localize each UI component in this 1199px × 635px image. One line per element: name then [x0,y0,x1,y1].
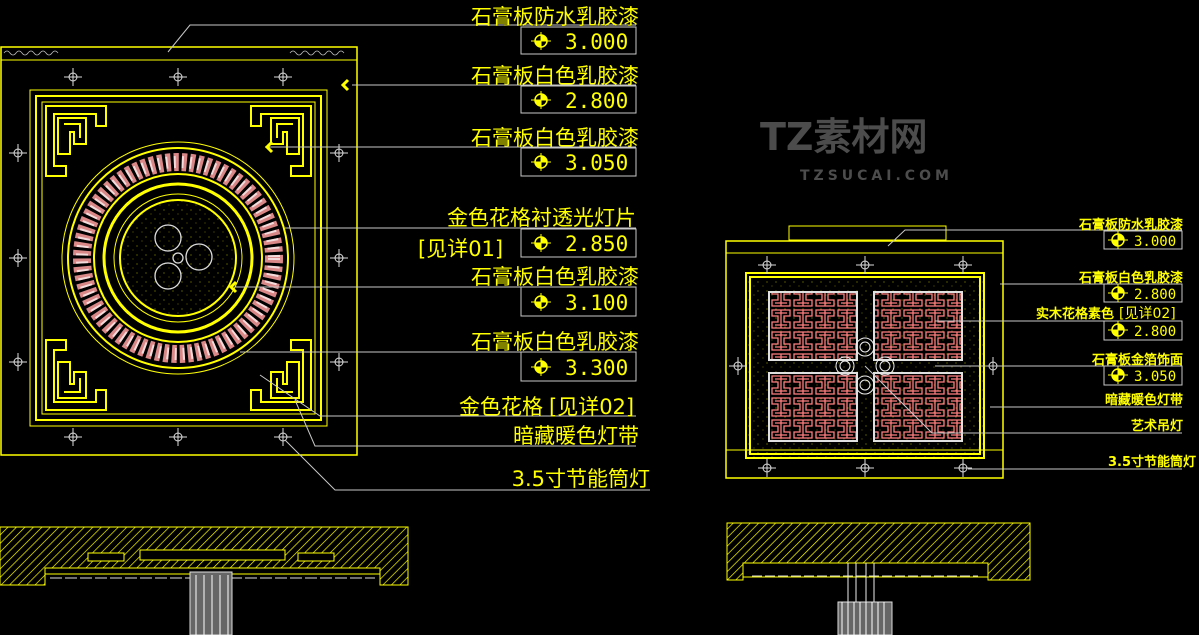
right-section-elevation [726,522,1031,635]
label-white-latex: 石膏板白色乳胶漆 [471,265,639,289]
watermark-logo: TZ素材网 [760,115,927,159]
level-value: 3.000 [565,30,628,54]
level-value: 2.800 [1134,287,1176,303]
label-downlight: 3.5寸节能筒灯 [512,467,650,491]
level-value: 3.050 [1134,369,1176,385]
left-ceiling-plan [0,24,650,491]
right-annotations: 石膏板防水乳胶漆 3.000 石膏板白色乳胶漆 2.800 实木花格素色 [见详… [1036,217,1196,470]
label-gold-lattice-light: 金色花格衬透光灯片 [447,206,636,230]
label-white-latex: 石膏板白色乳胶漆 [471,64,639,88]
level-value: 3.100 [565,291,628,315]
label-white-latex: 石膏板白色乳胶漆 [471,330,639,354]
label-white-latex: 石膏板白色乳胶漆 [1078,270,1183,286]
level-value: 3.050 [565,151,628,175]
label-white-latex: 石膏板白色乳胶漆 [471,126,639,150]
label-gold-foil: 石膏板金箔饰面 [1091,352,1183,368]
detail-ref-02: [见详02] [549,395,634,419]
label-hidden-light-strip: 暗藏暖色灯带 [1105,392,1183,408]
right-ceiling-plan [725,225,1182,479]
level-value: 3.000 [1134,234,1176,250]
level-value: 2.800 [565,89,628,113]
label-solid-wood-lattice: 实木花格素色 [1036,306,1114,322]
level-value: 2.800 [1134,324,1176,340]
watermark-url: TZSUCAI.COM [800,168,953,184]
label-downlight: 3.5寸节能筒灯 [1108,454,1196,470]
level-value: 2.850 [565,232,628,256]
left-section-elevation [0,526,409,635]
left-annotations: 石膏板防水乳胶漆 3.000 石膏板白色乳胶漆 2.800 石膏板白色乳胶漆 3… [418,5,650,491]
watermark: TZ素材网 TZSUCAI.COM [760,115,953,184]
label-hidden-light-strip: 暗藏暖色灯带 [513,424,639,448]
level-value: 3.300 [565,356,628,380]
detail-ref-01: [见详01] [418,237,503,261]
detail-ref-02: [见详02] [1119,306,1176,322]
label-waterproof-latex: 石膏板防水乳胶漆 [1078,217,1183,233]
label-gold-lattice: 金色花格 [459,395,543,419]
label-art-pendant: 艺术吊灯 [1131,418,1183,434]
label-waterproof-latex: 石膏板防水乳胶漆 [471,5,639,29]
